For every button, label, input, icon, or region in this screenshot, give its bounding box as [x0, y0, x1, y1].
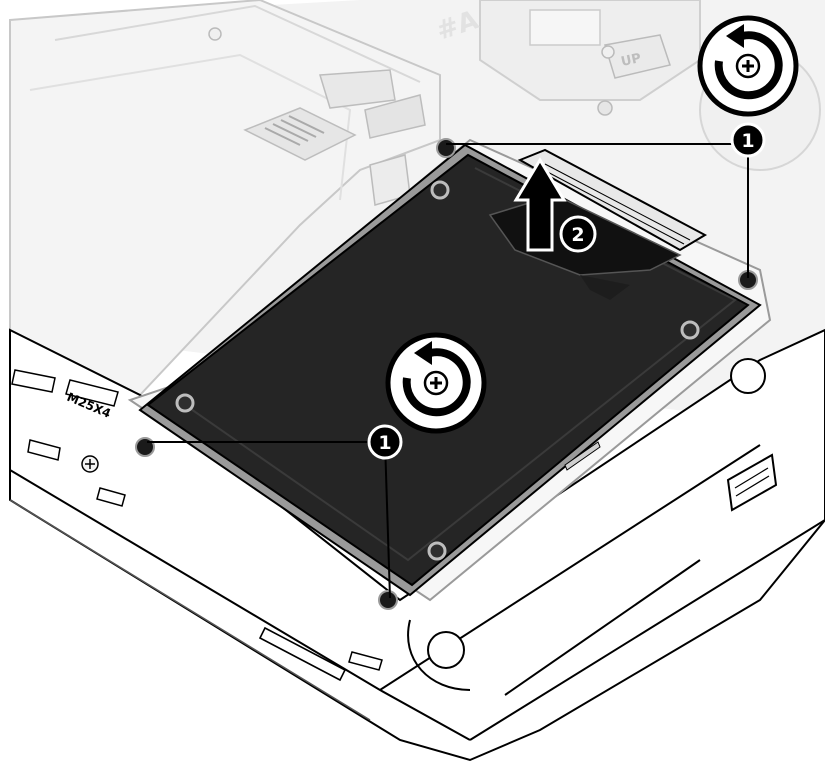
callout-leader-lines [147, 143, 749, 599]
usb-port [726, 453, 778, 512]
callout-step-2: 2 [559, 215, 597, 253]
rubber-foot [730, 358, 766, 394]
callout-label: 2 [571, 224, 584, 246]
latch [65, 379, 119, 407]
up-marking: UP [620, 51, 643, 70]
memory-up-tab [604, 34, 671, 79]
callout-step-1-bottom: 1 [367, 424, 403, 460]
drive-bracket-screw[interactable] [135, 138, 758, 610]
battery-connector [243, 107, 357, 161]
up-arrow-icon [513, 157, 567, 252]
callout-label: 1 [378, 432, 391, 454]
counterclockwise-rotate-screwdriver-icon [697, 15, 799, 117]
callout-label: 1 [741, 130, 754, 152]
latch [11, 369, 56, 393]
vent-slot [258, 626, 347, 682]
callout-step-1-top: 1 [730, 122, 766, 158]
drive-mount-hole [175, 180, 700, 561]
chassis-screw [81, 455, 99, 473]
rubber-foot [427, 631, 465, 669]
counterclockwise-rotate-screwdriver-icon [385, 332, 487, 434]
